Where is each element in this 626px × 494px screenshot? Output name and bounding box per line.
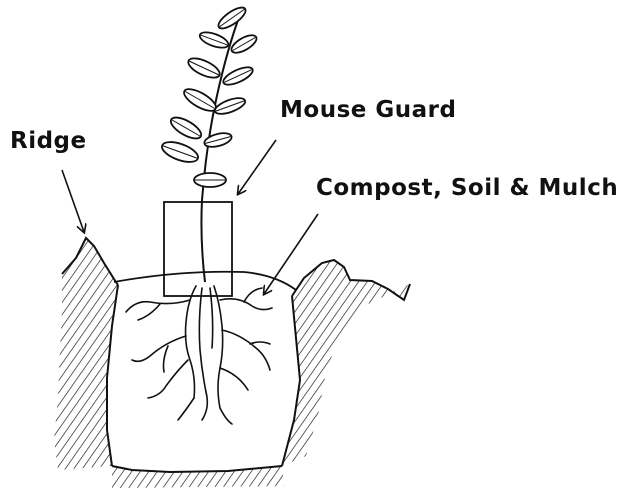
leaf: [213, 95, 247, 117]
leaf: [215, 4, 248, 32]
leaf: [194, 173, 226, 187]
leaf: [203, 131, 233, 150]
ridge-arrow: [62, 170, 84, 232]
leaf: [221, 64, 255, 88]
bottom-soil: [112, 466, 284, 488]
leaf: [186, 54, 223, 81]
leaf: [181, 85, 219, 115]
leaf: [198, 29, 230, 51]
leaf: [159, 138, 200, 166]
left-soil-wall: [54, 238, 118, 470]
right-soil-wall: [282, 260, 410, 466]
plant-leaves: [159, 4, 259, 187]
mouse-guard-arrow: [238, 140, 276, 194]
compost-soil-mulch-label: Compost, Soil & Mulch: [316, 175, 618, 201]
mouse-guard-label: Mouse Guard: [280, 97, 456, 123]
plant-roots: [126, 286, 272, 424]
ridge-label: Ridge: [10, 128, 87, 154]
leaf: [168, 113, 204, 142]
mouse-guard-sleeve: [164, 202, 232, 296]
